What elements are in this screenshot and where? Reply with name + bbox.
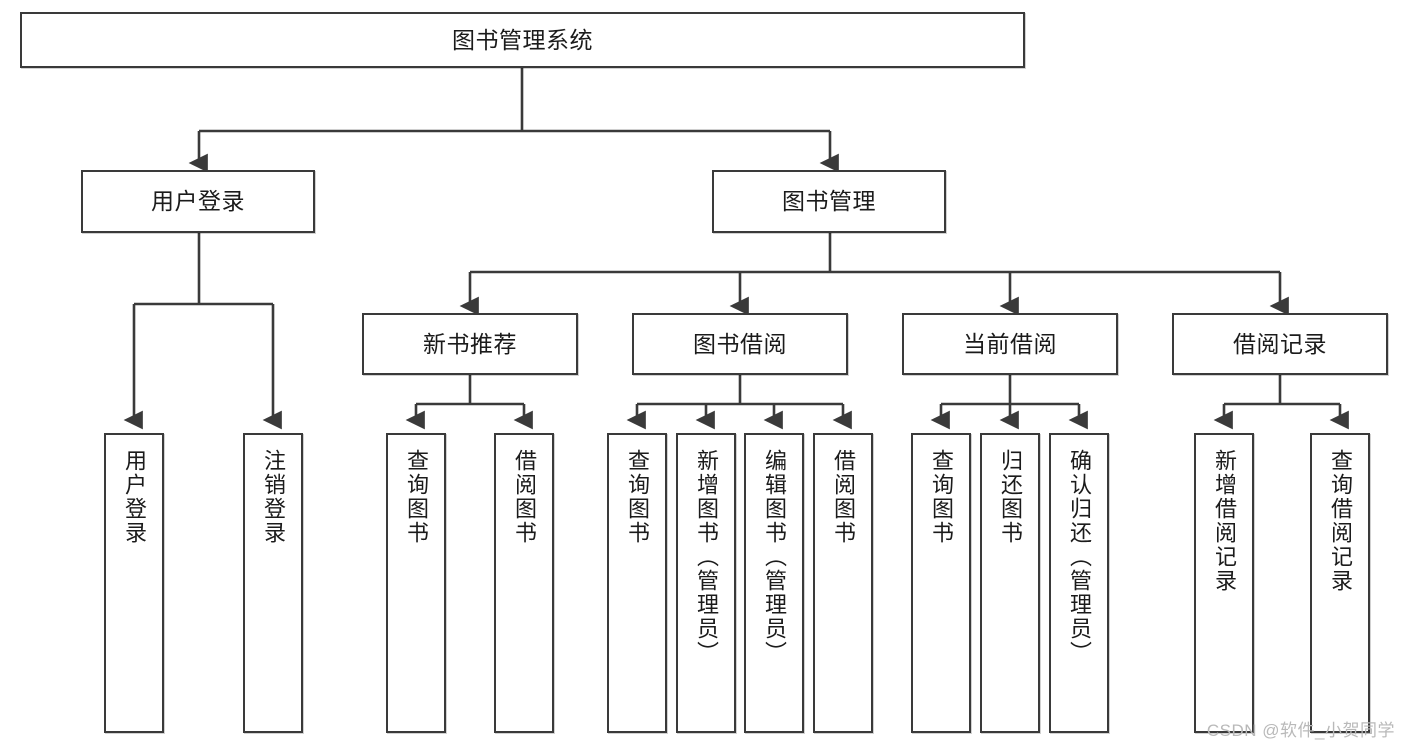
node-current-borrow[interactable]: 当前借阅 <box>902 313 1118 375</box>
leaf-logout[interactable]: 注销登录 <box>243 433 303 733</box>
csdn-watermark: CSDN @软件_小贺同学 <box>1206 721 1395 740</box>
leaf-add-borrow-record[interactable]: 新增借阅记录 <box>1194 433 1254 733</box>
node-new-book-recommend[interactable]: 新书推荐 <box>362 313 578 375</box>
leaf-query-borrow-record[interactable]: 查询借阅记录 <box>1310 433 1370 733</box>
node-label: 确认归还（管理员） <box>1066 449 1092 665</box>
node-label: 查询借阅记录 <box>1327 449 1353 593</box>
node-user-login[interactable]: 用户登录 <box>81 170 315 233</box>
node-label: 新增图书（管理员） <box>693 449 719 665</box>
leaf-borrow-book[interactable]: 借阅图书 <box>813 433 873 733</box>
node-label: 用户登录 <box>121 449 147 545</box>
leaf-return-book[interactable]: 归还图书 <box>980 433 1040 733</box>
leaf-borrow-book-recommend[interactable]: 借阅图书 <box>494 433 554 733</box>
node-label: 用户登录 <box>151 188 245 215</box>
node-label: 查询图书 <box>928 449 954 545</box>
node-label: 归还图书 <box>997 449 1023 545</box>
node-label: 注销登录 <box>260 449 286 545</box>
node-borrow-record[interactable]: 借阅记录 <box>1172 313 1388 375</box>
node-label: 当前借阅 <box>963 330 1057 357</box>
node-label: 新书推荐 <box>423 330 517 357</box>
leaf-user-login[interactable]: 用户登录 <box>104 433 164 733</box>
node-label: 借阅图书 <box>511 449 537 545</box>
node-label: 查询图书 <box>624 449 650 545</box>
node-label: 图书借阅 <box>693 330 787 357</box>
leaf-query-book-borrow[interactable]: 查询图书 <box>607 433 667 733</box>
node-label: 图书管理 <box>782 188 876 215</box>
node-book-management[interactable]: 图书管理 <box>712 170 946 233</box>
leaf-add-book-admin[interactable]: 新增图书（管理员） <box>676 433 736 733</box>
leaf-query-book-recommend[interactable]: 查询图书 <box>386 433 446 733</box>
node-label: 借阅记录 <box>1233 330 1327 357</box>
node-root-system[interactable]: 图书管理系统 <box>20 12 1025 68</box>
leaf-confirm-return-admin[interactable]: 确认归还（管理员） <box>1049 433 1109 733</box>
node-label: 编辑图书（管理员） <box>761 449 787 665</box>
leaf-query-book-current[interactable]: 查询图书 <box>911 433 971 733</box>
node-label: 新增借阅记录 <box>1211 449 1237 593</box>
node-label: 查询图书 <box>403 449 429 545</box>
node-label: 图书管理系统 <box>452 26 593 53</box>
node-label: 借阅图书 <box>830 449 856 545</box>
node-book-borrow[interactable]: 图书借阅 <box>632 313 848 375</box>
leaf-edit-book-admin[interactable]: 编辑图书（管理员） <box>744 433 804 733</box>
